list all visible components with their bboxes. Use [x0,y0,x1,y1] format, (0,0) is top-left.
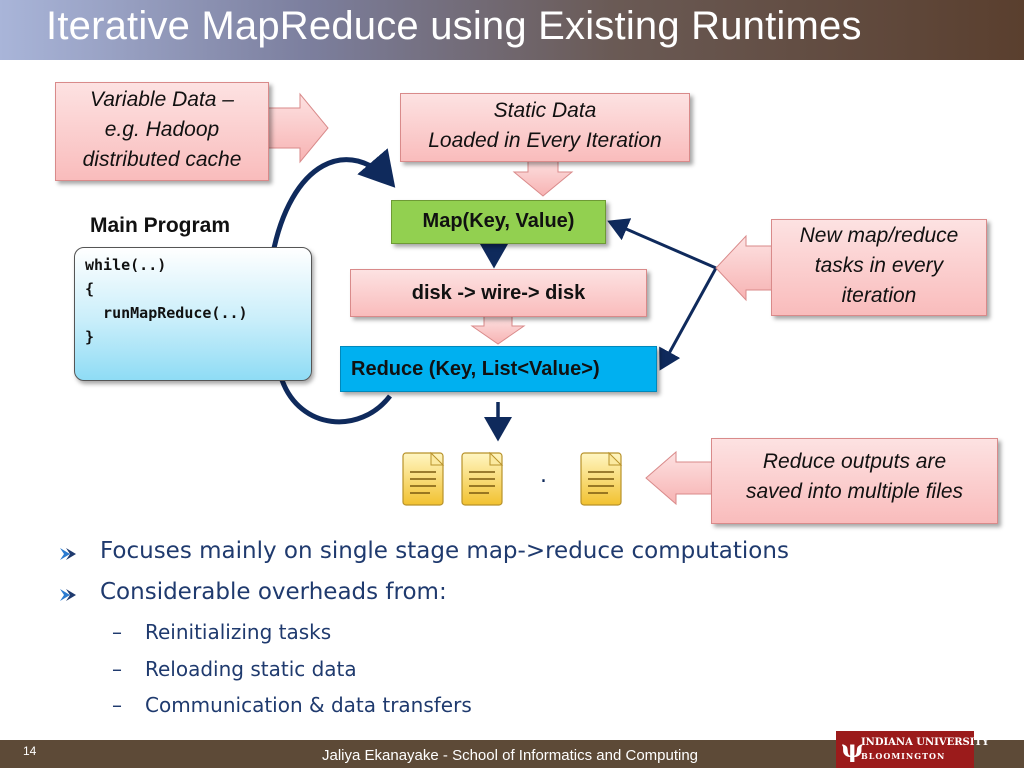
code-line: runMapReduce(..) [85,304,248,322]
sub-bullet-item: Communication & data transfers [145,693,472,717]
main-program-code-box: while(..) { runMapReduce(..) } [74,247,312,381]
arrow-new-tasks-to-reduce [659,267,718,371]
disk-wire-box: disk -> wire-> disk [350,269,647,317]
sub-bullet-item: Reloading static data [145,657,357,681]
sub-bullet-dash: – [112,693,122,717]
sub-bullet-dash: – [112,657,122,681]
map-box-label: Map(Key, Value) [422,210,575,232]
bullet-item: Considerable overheads from: [100,579,447,605]
reduce-box-label: Reduce (Key, List<Value>) [351,358,600,380]
sub-bullet-dash: – [112,620,122,644]
files-ellipsis: . [540,463,547,488]
bullet-chevron-icon [60,589,76,601]
reduce-box: Reduce (Key, List<Value>) [340,346,657,392]
map-box: Map(Key, Value) [391,200,606,244]
callout-static-data: Static Data Loaded in Every Iteration [400,93,690,162]
code-line: } [85,328,95,346]
bullet-chevron-icon [60,548,76,560]
output-file-icon-1 [402,451,445,506]
output-file-icon-3 [580,451,623,506]
footer-text: Jaliya Ekanayake - School of Informatics… [322,747,699,764]
logo-line-2: BLOOMINGTON [861,751,946,761]
block-arrow-variable-data [267,92,329,164]
iu-trident-icon: ψ [841,734,864,763]
block-arrow-static-data [512,157,574,197]
callout-new-tasks: New map/reduce tasks in every iteration [771,219,987,316]
code-line: { [85,280,95,298]
logo-line-1: INDIANA UNIVERSITY [861,737,990,748]
block-arrow-reduce-outputs [645,450,713,506]
loop-arc-top [269,148,396,259]
page-number: 14 [23,744,37,758]
code-line: while(..) [85,256,167,274]
indiana-university-logo: ψ INDIANA UNIVERSITY BLOOMINGTON [836,731,989,768]
main-program-label: Main Program [90,214,231,237]
slide-title: Iterative MapReduce using Existing Runti… [46,4,862,48]
output-file-icon-2 [461,451,504,506]
title-bar [0,0,1024,60]
callout-variable-data: Variable Data – e.g. Hadoop distributed … [55,82,269,181]
arrow-new-tasks-to-map [607,218,717,270]
sub-bullet-item: Reinitializing tasks [145,620,332,644]
callout-reduce-outputs: Reduce outputs are saved into multiple f… [711,438,998,524]
block-arrow-disk-to-reduce [470,315,526,345]
block-arrow-new-tasks [715,234,773,302]
disk-wire-label: disk -> wire-> disk [411,282,586,304]
bullet-item: Focuses mainly on single stage map->redu… [100,538,789,564]
loop-arc-bottom [279,379,392,425]
